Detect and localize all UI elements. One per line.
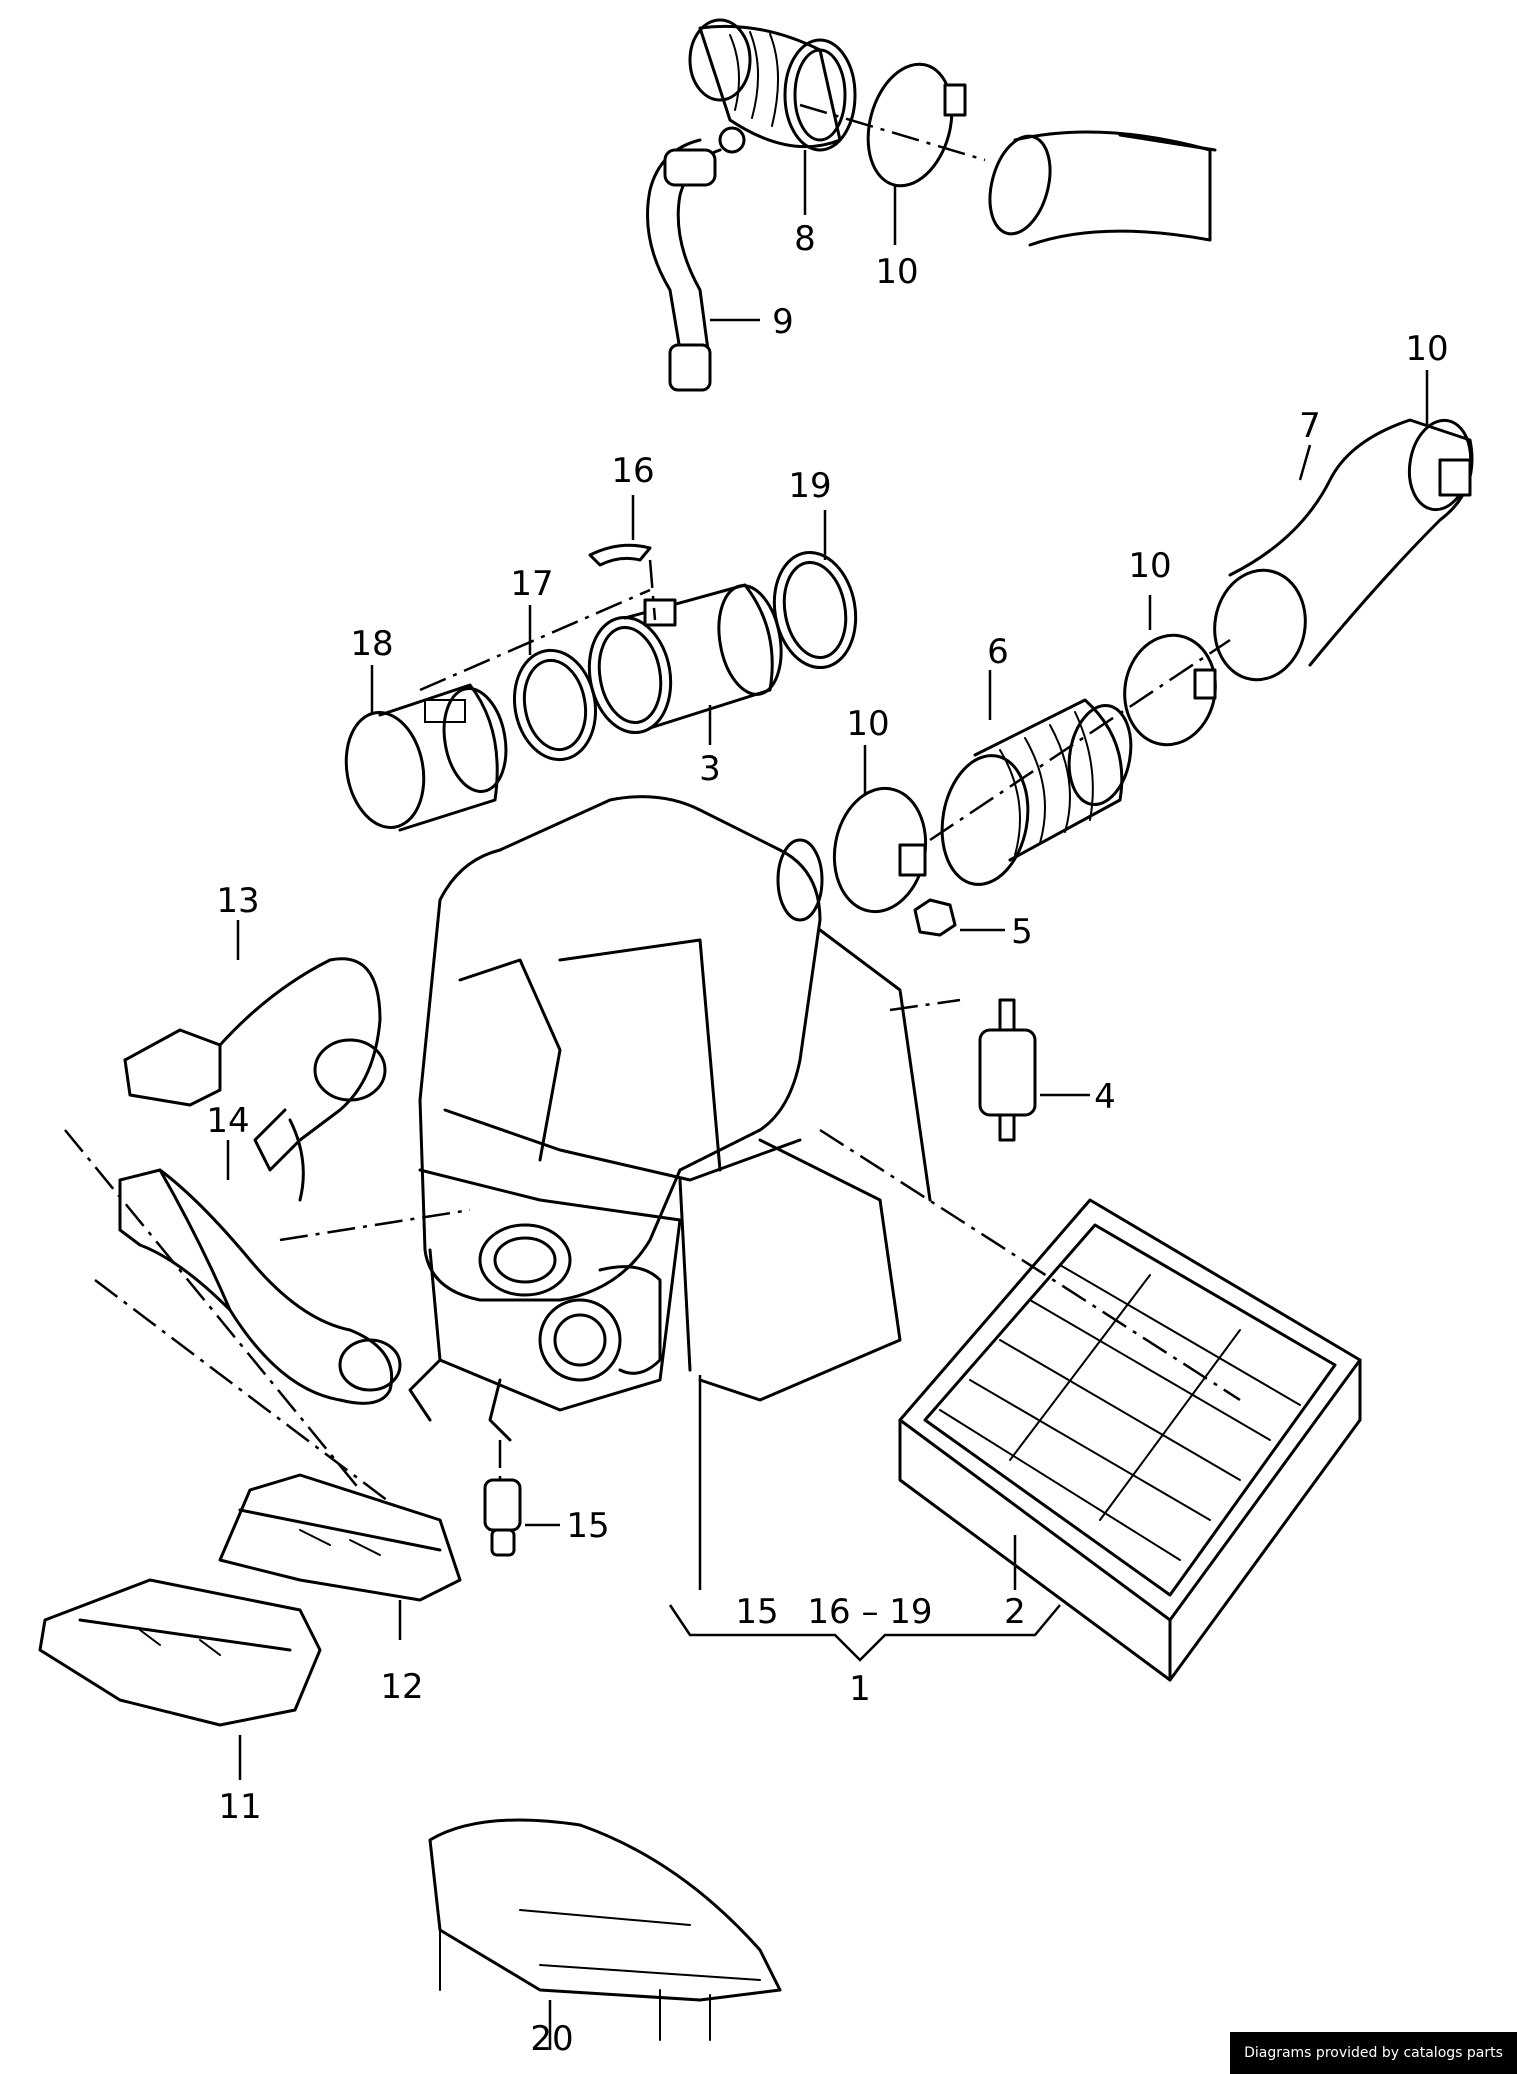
hose-9 — [646, 126, 746, 392]
nut-5 — [913, 898, 957, 937]
intake-duct-14 — [118, 1168, 402, 1405]
air-mass-meter-3 — [587, 583, 783, 735]
callout-10: 10 — [875, 252, 918, 292]
retainer-clip-16 — [588, 543, 657, 621]
callout-2: 2 — [1004, 1592, 1026, 1632]
callout-12: 12 — [380, 1667, 423, 1707]
callout-18: 18 — [350, 624, 393, 664]
intake-bellows-8 — [688, 18, 857, 152]
callout-5: 5 — [1011, 912, 1033, 952]
callout-16: 16 — [611, 451, 654, 491]
callout-6: 6 — [987, 632, 1009, 672]
rubber-mount-4 — [978, 998, 1037, 1142]
callout-3: 3 — [699, 749, 721, 789]
cover-20 — [428, 1818, 782, 2041]
callout-11: 11 — [218, 1787, 261, 1827]
callout-17: 17 — [510, 564, 553, 604]
callout-10: 10 — [846, 704, 889, 744]
intake-bellows-6 — [940, 698, 1133, 886]
leader-lines — [226, 150, 1429, 2050]
rubber-mount-15 — [483, 1478, 522, 1557]
callout-13: 13 — [216, 881, 259, 921]
callout-1: 1 — [849, 1669, 871, 1709]
callout-4: 4 — [1094, 1077, 1116, 1117]
callout-7: 7 — [1299, 406, 1321, 446]
callout-9: 9 — [772, 302, 794, 342]
callout-labels: 8 10 9 10 7 10 6 10 16 19 17 18 3 5 4 13… — [206, 219, 1448, 2059]
callout-10: 10 — [1405, 329, 1448, 369]
hose-clamp-10-right — [1123, 633, 1217, 747]
callout-14: 14 — [206, 1101, 249, 1141]
seal-ring-19 — [772, 550, 858, 670]
callout-10: 10 — [1128, 546, 1171, 586]
air-duct-top — [988, 130, 1217, 247]
hose-clamp-10-top — [866, 62, 967, 188]
callout-19: 19 — [788, 466, 831, 506]
credit-banner: Diagrams provided by catalogs parts — [1230, 2032, 1517, 2074]
callout-8: 8 — [794, 219, 816, 259]
air-guide-11 — [38, 1578, 322, 1727]
callout-20: 20 — [530, 2019, 573, 2059]
air-duct-7 — [1213, 418, 1474, 682]
hose-clamp-10-left — [832, 786, 928, 914]
adapter-18 — [344, 683, 508, 832]
callout-16-19: 16 – 19 — [807, 1592, 932, 1632]
air-filter-element-2 — [898, 1198, 1362, 1682]
air-guide-12 — [218, 1473, 462, 1602]
intake-duct-13 — [123, 957, 387, 1202]
air-filter-housing — [408, 795, 932, 1442]
callout-15: 15 — [735, 1592, 778, 1632]
callout-15: 15 — [566, 1506, 609, 1546]
